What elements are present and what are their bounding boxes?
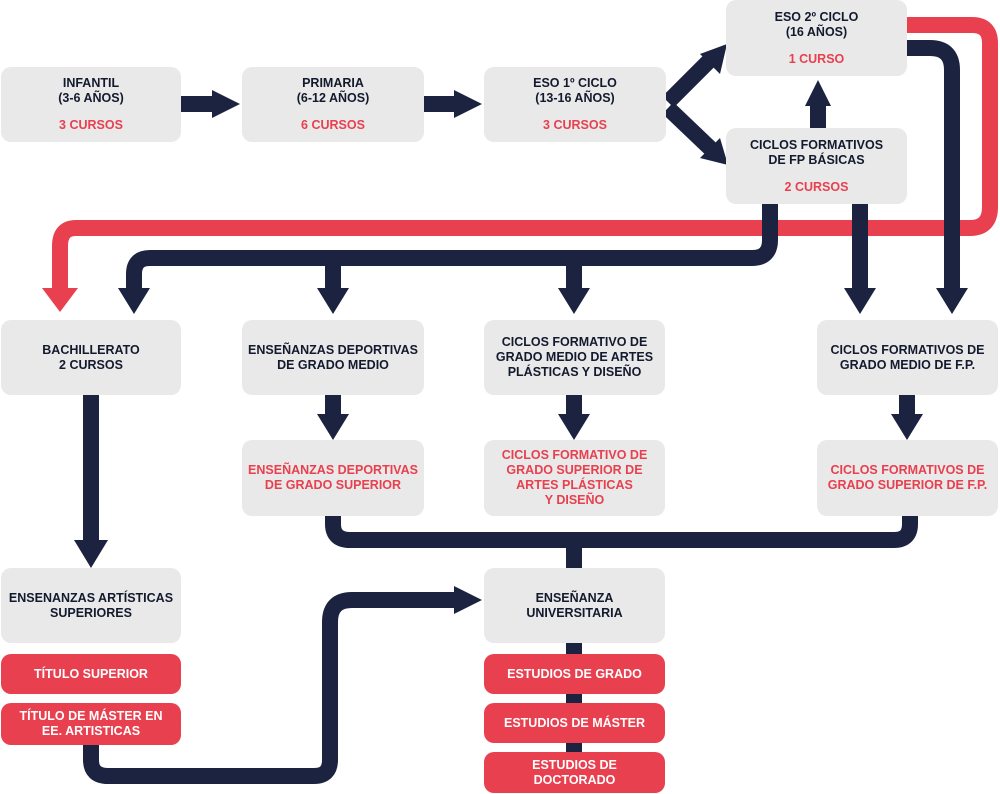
- node-fp-basicas-title: CICLOS FORMATIVOS DE FP BÁSICAS: [749, 137, 884, 167]
- node-eso1-title: ESO 1º CICLO (13-16 AÑOS): [533, 76, 617, 105]
- arrowhead-eso2: [700, 44, 727, 74]
- node-infantil-courses: 3 CURSOS: [59, 118, 123, 132]
- node-estudios-doctorado-title: ESTUDIOS DE DOCTORADO: [532, 757, 617, 787]
- node-titulo-master-title: TÍTULO DE MÁSTER EN EE. ARTISTICAS: [19, 709, 163, 738]
- arrowhead-fpmedio-right: [936, 288, 968, 314]
- node-eso2-title: ESO 2º CICLO (16 AÑOS): [774, 9, 859, 39]
- node-artes-superior-title: CICLOS FORMATIVO DE GRADO SUPERIOR DE AR…: [501, 448, 648, 507]
- node-bachillerato: BACHILLERATO 2 CURSOS: [1, 320, 181, 395]
- node-deportivas-superior-title: ENSEÑANZAS DEPORTIVAS DE GRADO SUPERIOR: [248, 463, 418, 492]
- arrowhead-universitaria: [454, 586, 482, 614]
- arrowhead-artes-superior: [558, 414, 590, 440]
- arrowhead-fpmedio-left: [844, 288, 876, 314]
- node-universitaria-title: ENSEÑANZA UNIVERSITARIA: [526, 590, 623, 620]
- arrowhead-deportivas-superior: [317, 414, 349, 440]
- arrowhead-deportivas-medio: [317, 288, 349, 314]
- node-artes-superior: CICLOS FORMATIVO DE GRADO SUPERIOR DE AR…: [484, 440, 665, 516]
- node-titulo-superior: TÍTULO SUPERIOR: [1, 654, 181, 694]
- node-estudios-doctorado: ESTUDIOS DE DOCTORADO: [484, 752, 665, 793]
- arrowhead-bachillerato-navy: [118, 288, 150, 314]
- arrowhead-eso1: [454, 90, 482, 118]
- node-artes-medio: CICLOS FORMATIVO DE GRADO MEDIO DE ARTES…: [484, 320, 665, 395]
- node-deportivas-medio-title: ENSEÑANZAS DEPORTIVAS DE GRADO MEDIO: [248, 342, 418, 372]
- connector-eso2-to-bachillerato: [52, 17, 998, 290]
- node-estudios-grado-title: ESTUDIOS DE GRADO: [507, 666, 642, 681]
- node-fp-superior: CICLOS FORMATIVOS DE GRADO SUPERIOR DE F…: [817, 440, 998, 516]
- connector-master-artisticas-universitaria: [83, 592, 456, 784]
- node-artes-medio-title: CICLOS FORMATIVO DE GRADO MEDIO DE ARTES…: [495, 335, 654, 379]
- node-infantil: INFANTIL (3-6 AÑOS) 3 CURSOS: [1, 67, 181, 142]
- node-deportivas-medio: ENSEÑANZAS DEPORTIVAS DE GRADO MEDIO: [242, 320, 424, 395]
- arrowhead-bachillerato-red: [42, 288, 78, 312]
- node-fp-basicas-courses: 2 CURSOS: [784, 179, 849, 194]
- connector-superiores-merge: [325, 516, 918, 548]
- node-primaria-title: PRIMARIA (6-12 AÑOS): [296, 76, 370, 105]
- node-estudios-master-title: ESTUDIOS DE MÁSTER: [504, 715, 645, 730]
- node-titulo-superior-title: TÍTULO SUPERIOR: [34, 666, 148, 681]
- node-bachillerato-title: BACHILLERATO 2 CURSOS: [42, 342, 140, 372]
- node-eso2-courses: 1 CURSO: [788, 51, 845, 66]
- node-eso1-courses: 3 CURSOS: [543, 118, 607, 132]
- node-titulo-master: TÍTULO DE MÁSTER EN EE. ARTISTICAS: [1, 703, 181, 745]
- node-eso2: ESO 2º CICLO (16 AÑOS) 1 CURSO: [726, 0, 907, 76]
- arrowhead-fpbasicas: [700, 138, 728, 165]
- connector-eso1-eso2: [662, 52, 718, 108]
- connector-fpbasicas-distribution: [126, 203, 778, 292]
- node-eso1: ESO 1º CICLO (13-16 AÑOS) 3 CURSOS: [484, 67, 666, 142]
- node-infantil-title: INFANTIL (3-6 AÑOS): [58, 76, 124, 105]
- node-artisticas-superiores-title: ENSENANZAS ARTÍSTICAS SUPERIORES: [8, 590, 174, 620]
- node-primaria-courses: 6 CURSOS: [301, 118, 365, 132]
- arrowhead-fp-superior: [891, 414, 923, 440]
- node-fp-medio: CICLOS FORMATIVOS DE GRADO MEDIO DE F.P.: [817, 320, 998, 395]
- node-artisticas-superiores: ENSENANZAS ARTÍSTICAS SUPERIORES: [1, 568, 181, 643]
- connector-eso2-fpmedio: [907, 40, 960, 292]
- arrowhead-primaria: [212, 90, 240, 118]
- node-fp-basicas: CICLOS FORMATIVOS DE FP BÁSICAS 2 CURSOS: [726, 128, 907, 204]
- arrowhead-up-eso2: [805, 80, 831, 106]
- node-estudios-master: ESTUDIOS DE MÁSTER: [484, 703, 665, 743]
- node-estudios-grado: ESTUDIOS DE GRADO: [484, 654, 665, 694]
- node-fp-medio-title: CICLOS FORMATIVOS DE GRADO MEDIO DE F.P.: [830, 342, 985, 372]
- node-primaria: PRIMARIA (6-12 AÑOS) 6 CURSOS: [242, 67, 424, 142]
- node-universitaria: ENSEÑANZA UNIVERSITARIA: [484, 568, 665, 643]
- node-deportivas-superior: ENSEÑANZAS DEPORTIVAS DE GRADO SUPERIOR: [242, 440, 424, 516]
- arrowhead-artisticas: [74, 540, 108, 568]
- connector-eso1-fpbasicas: [662, 102, 718, 156]
- node-fp-superior-title: CICLOS FORMATIVOS DE GRADO SUPERIOR DE F…: [827, 463, 988, 492]
- arrowhead-artes-medio: [558, 288, 590, 314]
